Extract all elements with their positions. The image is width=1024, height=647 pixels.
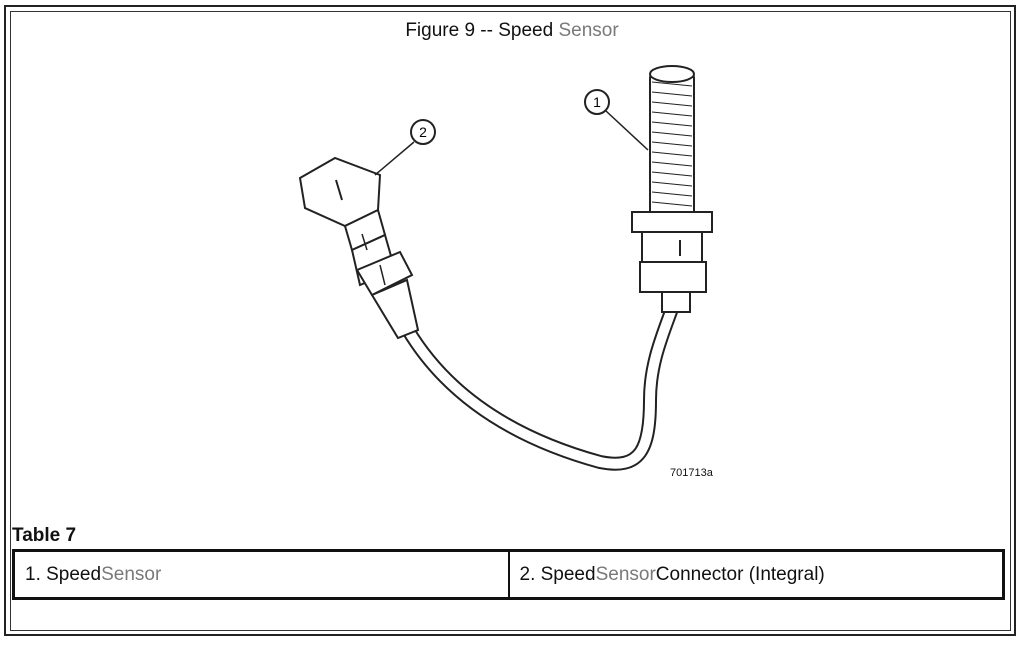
outer-border [4, 5, 1016, 636]
legend-table: 1. Speed Sensor 2. Speed Sensor Connecto… [12, 549, 1005, 600]
speed-sensor-body [631, 65, 713, 313]
speed-sensor-illustration: 1 2 [298, 65, 713, 471]
figure-reference-code: 701713a [670, 467, 713, 479]
legend-cell-2: 2. Speed Sensor Connector (Integral) [507, 552, 1003, 597]
figure-title: Figure 9 -- Speed Sensor [0, 20, 1024, 42]
legend-cell-1-highlight: Sensor [101, 563, 162, 585]
callout-2 [374, 119, 436, 176]
figure-title-highlight: Sensor [558, 20, 619, 41]
speed-sensor-connector [298, 156, 420, 340]
callout-1 [584, 89, 649, 151]
legend-cell-1-prefix: 1. Speed [25, 563, 102, 585]
callout-2-label: 2 [419, 124, 427, 140]
inner-border [10, 11, 1011, 631]
callout-1-label: 1 [593, 94, 601, 110]
figure-title-prefix: Figure 9 -- Speed [405, 20, 559, 41]
legend-cell-2-suffix: Connector (Integral) [655, 563, 825, 585]
legend-cell-1: 1. Speed Sensor [15, 552, 508, 597]
legend-cell-2-highlight: Sensor [595, 563, 656, 585]
legend-cell-2-prefix: 2. Speed [519, 563, 596, 585]
sensor-cable-fill [403, 295, 680, 469]
table-title: Table 7 [12, 525, 77, 546]
